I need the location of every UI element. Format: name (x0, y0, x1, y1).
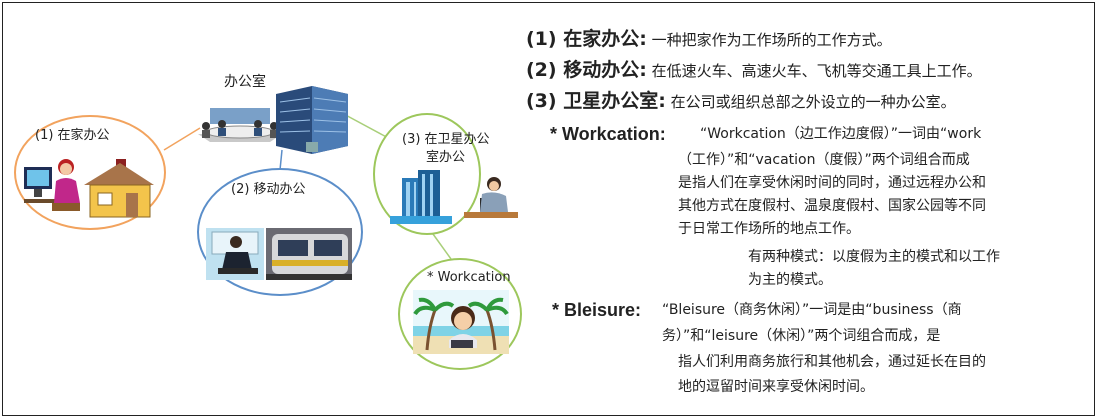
house-icon (84, 159, 154, 218)
home-office-label: (1) 在家办公 (35, 128, 110, 143)
office-label: 办公室 (224, 74, 266, 90)
bleisure-text-3: 指人们利用商务旅行和其他机会，通过延长在目的 (678, 354, 986, 370)
workcation-text-2: （工作）”和“vacation（度假）”两个词组合而成 (678, 152, 970, 168)
definition-home: (1) 在家办公: 一种把家作为工作场所的工作方式。 (526, 28, 892, 50)
bleisure-text-1: “Bleisure（商务休闲）”一词是由“business（商 (662, 302, 962, 318)
mobile-office-label: (2) 移动办公 (231, 182, 306, 197)
workcation-text-1: “Workcation（边工作边度假）”一词由“work (700, 126, 982, 142)
office-building-icon (276, 86, 348, 154)
workcation-label: * Workcation (427, 270, 511, 285)
workcation-text-5: 于日常工作场所的地点工作。 (678, 221, 860, 237)
workcation-term: * Workcation: (550, 124, 666, 144)
home-worker-icon (24, 159, 80, 211)
workcation-text-7: 为主的模式。 (748, 272, 832, 288)
workcation-text-3: 是指人们在享受休闲时间的同时，通过远程办公和 (678, 175, 986, 191)
satellite-office-label-2: 室办公 (426, 150, 466, 165)
meeting-room-icon (198, 108, 282, 142)
beach-laptop-icon (413, 290, 509, 354)
bleisure-term: * Bleisure: (552, 300, 642, 320)
definition-satellite: (3) 卫星办公室: 在公司或组织总部之外设立的一种办公室。 (526, 90, 956, 112)
definition-mobile: (2) 移动办公: 在低速火车、高速火车、飞机等交通工具上工作。 (526, 59, 982, 81)
bleisure-text-2: 务）”和“leisure（休闲）”两个词组合而成，是 (662, 328, 941, 344)
workcation-text-4: 其他方式在度假村、温泉度假村、国家公园等不同 (678, 198, 986, 214)
workcation-text-6: 有两种模式：以度假为主的模式和以工作 (748, 249, 1000, 265)
satellite-office-icon (390, 170, 518, 224)
train-worker-icon (206, 228, 352, 280)
bleisure-text-4: 地的逗留时间来享受休闲时间。 (678, 379, 874, 395)
satellite-office-label-1: (3) 在卫星办公 (402, 132, 490, 147)
